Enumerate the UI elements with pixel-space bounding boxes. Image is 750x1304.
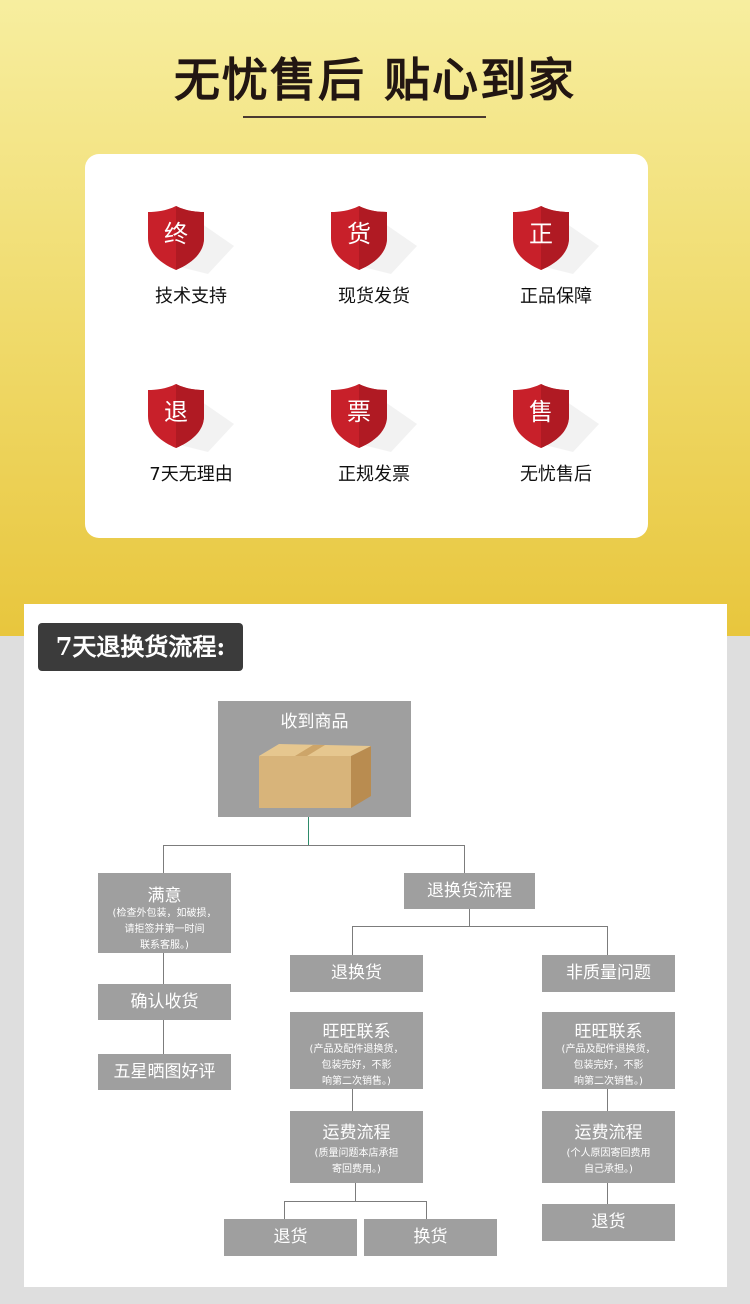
box-title: 运费流程 [574,1123,643,1143]
non-quality-issue-box: 非质量问题 [542,955,675,992]
feature-label: 技术支持 [155,286,227,307]
connector-line [426,1201,427,1219]
box-note: (个人原因寄回费用 自己承担。) [566,1148,651,1175]
feature-label: 无忧售后 [520,464,592,485]
feature-in-stock: 货 现货发货 [279,202,469,322]
feature-after-sales: 售 无忧售后 [461,380,651,500]
page-title: 无忧售后 贴心到家 [173,53,576,107]
box-title: 五星晒图好评 [113,1062,216,1082]
box-title: 换货 [413,1227,448,1247]
feature-invoice: 票 正规发票 [279,380,469,500]
feature-char: 票 [347,398,371,426]
cardboard-box-icon [258,744,371,808]
box-title: 运费流程 [322,1123,391,1143]
feature-7-day-return: 退 7天无理由 [96,380,286,500]
connector-line [163,845,164,873]
box-title: 非质量问题 [566,963,651,983]
return-goods-box: 退货 [224,1219,357,1256]
box-title: 确认收货 [130,992,199,1012]
connector-line [352,1089,353,1111]
five-star-review-box: 五星晒图好评 [98,1054,231,1090]
connector-line [352,926,608,927]
box-title: 旺旺联系 [322,1022,391,1042]
wangwang-contact-box-right: 旺旺联系 (产品及配件退换货， 包装完好，不影 响第二次销售。) [542,1012,675,1089]
feature-tech-support: 终 技术支持 [96,202,286,322]
connector-line [284,1201,285,1219]
box-note: (质量问题本店承担 寄回费用。) [314,1148,399,1175]
feature-char: 货 [347,220,371,248]
shield-icon: 终 [146,202,236,274]
feature-genuine: 正 正品保障 [461,202,651,322]
connector-line [163,1020,164,1054]
feature-char: 终 [164,220,188,248]
shipping-process-box-left: 运费流程 (质量问题本店承担 寄回费用。) [290,1111,423,1183]
connector-line [163,845,465,846]
feature-label: 7天无理由 [149,464,233,485]
feature-char: 售 [529,398,553,426]
shield-icon: 售 [511,380,601,452]
feature-char: 正 [529,220,553,248]
flow-title-tag: 7天退换货流程: [38,623,243,671]
box-title: 旺旺联系 [574,1022,643,1042]
return-exchange-box: 退换货 [290,955,423,992]
exchange-process-box: 退换货流程 [404,873,535,909]
satisfied-box: 满意 (检查外包装，如破损， 请拒签并第一时间 联系客服。) [98,873,231,953]
box-title: 收到商品 [280,712,349,732]
connector-line [352,926,353,955]
shield-icon: 正 [511,202,601,274]
box-note: (检查外包装，如破损， 请拒签并第一时间 联系客服。) [112,908,217,951]
shield-icon: 票 [329,380,419,452]
feature-label: 正规发票 [338,464,410,485]
connector-line [607,926,608,955]
connector-line [607,1183,608,1204]
feature-label: 现货发货 [338,286,410,307]
shield-icon: 退 [146,380,236,452]
title-divider [243,116,486,118]
confirm-receipt-box: 确认收货 [98,984,231,1020]
receive-goods-box: 收到商品 [218,701,411,817]
return-goods-box-right: 退货 [542,1204,675,1241]
exchange-goods-box: 换货 [364,1219,497,1256]
connector-line [469,909,470,926]
box-title: 退换货 [331,963,382,983]
feature-char: 退 [164,398,188,426]
connector-line [355,1183,356,1201]
shield-icon: 货 [329,202,419,274]
service-features-card: 终 技术支持 货 现货发货 正 正品保障 [85,154,648,538]
box-title: 退货 [273,1227,308,1247]
shipping-process-box-right: 运费流程 (个人原因寄回费用 自己承担。) [542,1111,675,1183]
connector-line [308,817,309,845]
connector-line [163,953,164,984]
box-title: 退换货流程 [427,881,512,901]
wangwang-contact-box-left: 旺旺联系 (产品及配件退换货， 包装完好，不影 响第二次销售。) [290,1012,423,1089]
connector-line [284,1201,427,1202]
feature-label: 正品保障 [520,286,592,307]
connector-line [607,1089,608,1111]
box-title: 满意 [147,886,182,906]
connector-line [464,845,465,873]
box-note: (产品及配件退换货， 包装完好，不影 响第二次销售。) [561,1044,656,1087]
box-title: 退货 [591,1212,626,1232]
box-note: (产品及配件退换货， 包装完好，不影 响第二次销售。) [309,1044,404,1087]
